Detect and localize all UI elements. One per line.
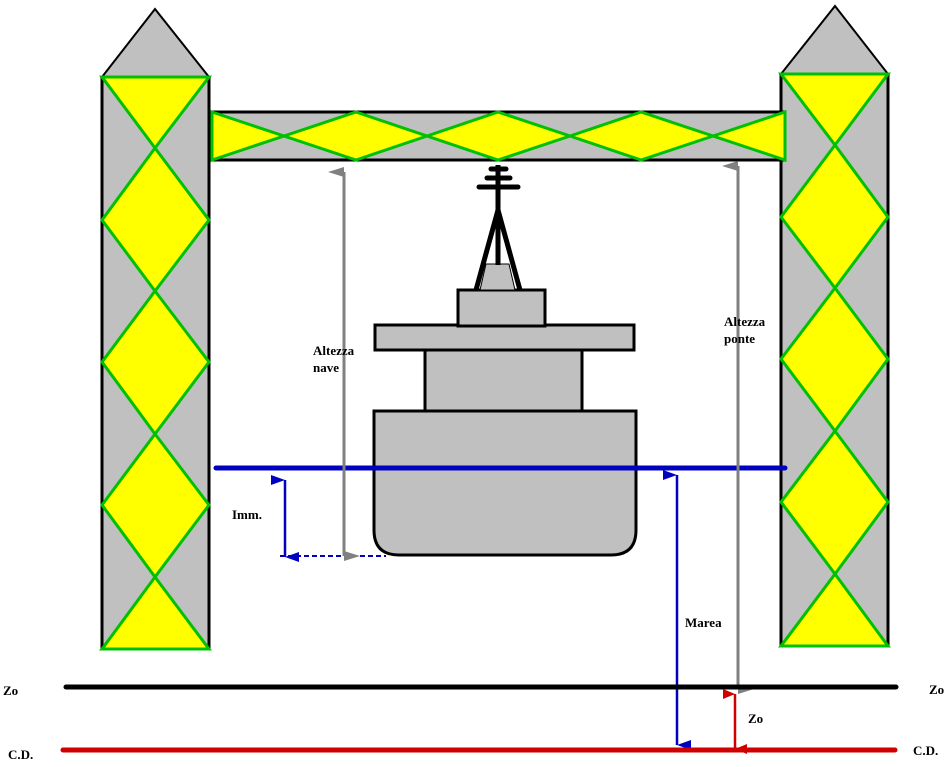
- left-tower: [99, 7, 213, 651]
- tide-label: Marea: [685, 615, 722, 630]
- zo-right-label: Zo: [929, 682, 944, 697]
- zo-arrow-label: Zo: [748, 711, 763, 726]
- mast: [473, 165, 523, 291]
- draft-label: Imm.: [232, 507, 262, 522]
- zo-left-label: Zo: [3, 683, 18, 698]
- right-tower: [777, 4, 891, 648]
- ship: [372, 165, 638, 557]
- bridge-deck: [210, 109, 787, 163]
- cd-left-label: C.D.: [8, 747, 33, 762]
- cd-right-label: C.D.: [913, 743, 938, 758]
